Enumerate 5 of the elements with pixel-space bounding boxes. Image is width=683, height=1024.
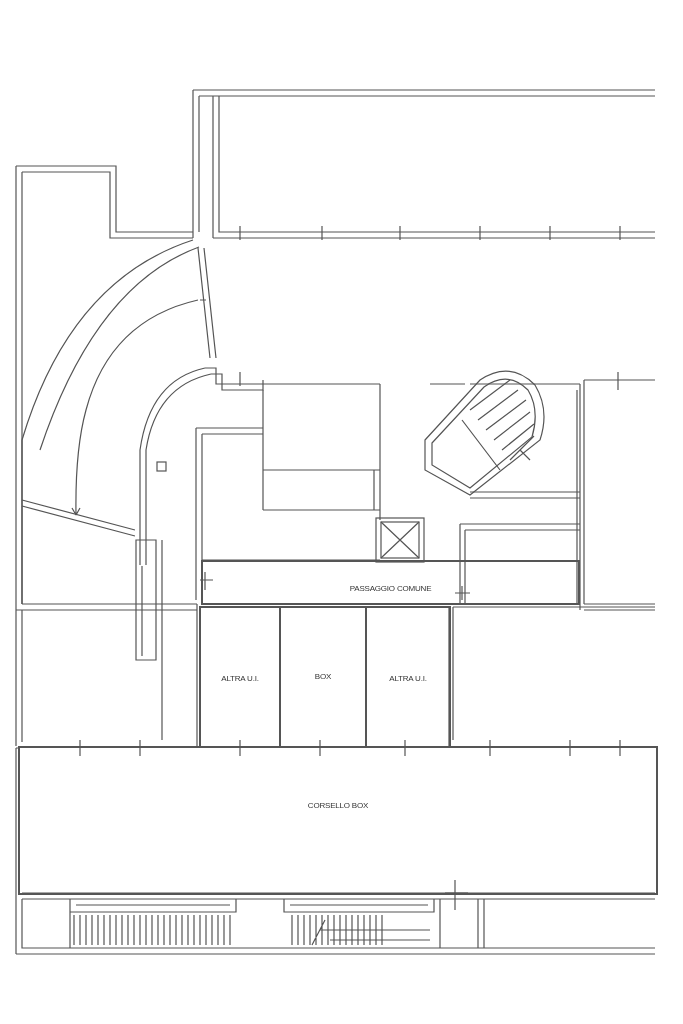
room-label: ALTRA U.I. xyxy=(388,674,428,683)
room-label: CORSELLO BOX xyxy=(306,801,370,810)
room-label: ALTRA U.I. xyxy=(220,674,260,683)
room-label: PASSAGGIO COMUNE xyxy=(348,584,433,593)
room-label: BOX xyxy=(313,672,333,681)
